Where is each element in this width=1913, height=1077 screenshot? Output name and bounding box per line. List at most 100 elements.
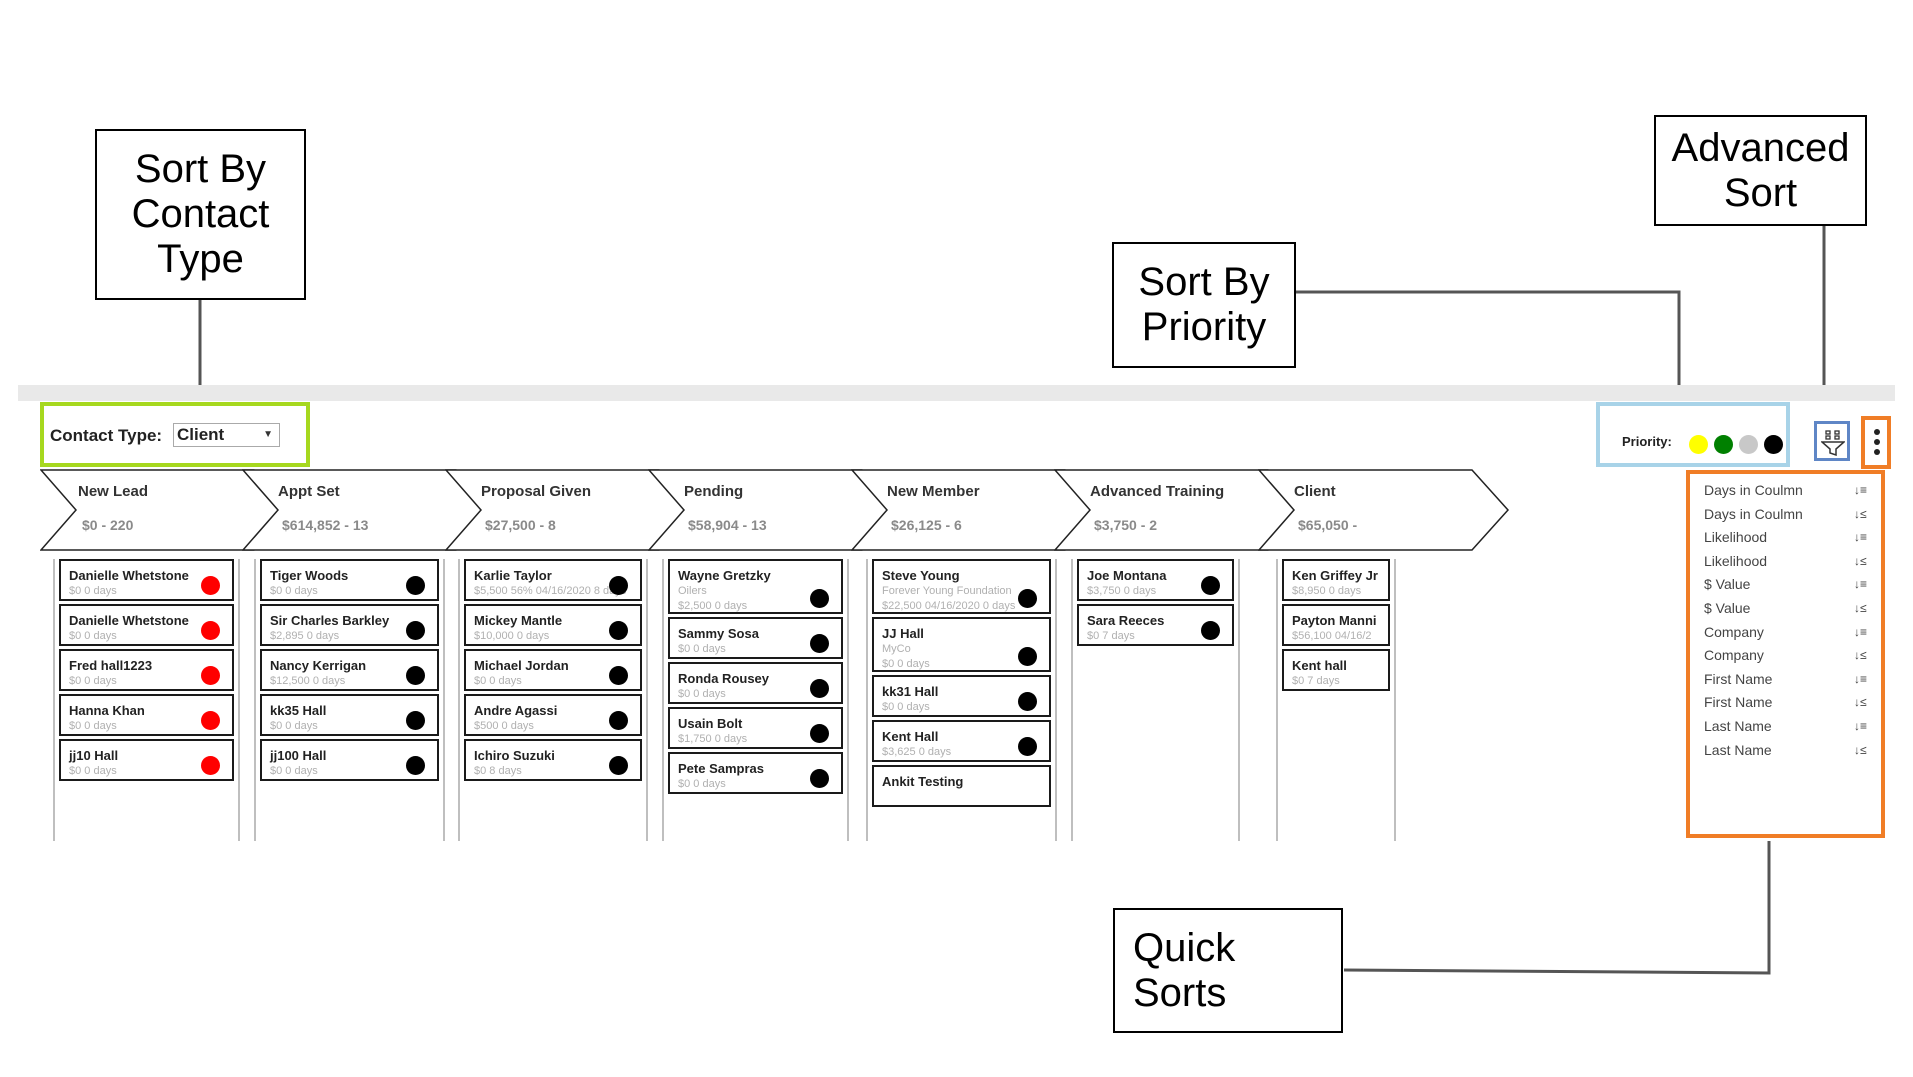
- kebab-dot-icon: [1874, 439, 1880, 445]
- contact-card[interactable]: jj100 Hall$0 0 days: [260, 739, 439, 781]
- quick-sort-item[interactable]: $ Value: [1704, 576, 1751, 593]
- contact-card[interactable]: Joe Montana$3,750 0 days: [1077, 559, 1234, 601]
- contact-card[interactable]: kk35 Hall$0 0 days: [260, 694, 439, 736]
- sort-ascending-icon[interactable]: ↓≤: [1854, 601, 1867, 615]
- stage-summary: $58,904 - 13: [688, 517, 767, 533]
- contact-detail: Forever Young Foundation: [882, 585, 1012, 597]
- contact-name: Danielle Whetstone: [69, 568, 189, 583]
- sort-descending-icon[interactable]: ↓≡: [1854, 624, 1868, 639]
- contact-card[interactable]: Karlie Taylor$5,500 56% 04/16/2020 8 day…: [464, 559, 642, 601]
- contact-card[interactable]: kk31 Hall$0 0 days: [872, 675, 1051, 717]
- sort-ascending-icon[interactable]: ↓≤: [1854, 553, 1867, 568]
- priority-indicator-dot: [810, 589, 829, 608]
- contact-card[interactable]: Ankit Testing: [872, 765, 1051, 807]
- contact-name: Ken Griffey Jr: [1292, 568, 1378, 583]
- contact-detail: $0 7 days: [1087, 630, 1135, 642]
- stage-name: Appt Set: [278, 483, 340, 500]
- quick-sort-item[interactable]: Last Name: [1704, 718, 1772, 734]
- quick-sort-item[interactable]: First Name: [1704, 694, 1773, 711]
- quick-sort-item[interactable]: Days in Coulmn: [1704, 505, 1803, 522]
- contact-name: Kent Hall: [882, 729, 939, 744]
- priority-yellow-dot[interactable]: [1689, 435, 1708, 454]
- contact-detail: $1,750 0 days: [678, 733, 748, 745]
- priority-indicator-dot: [810, 724, 829, 743]
- advanced-sort-button[interactable]: [1814, 421, 1850, 461]
- contact-card[interactable]: Michael Jordan$0 0 days: [464, 649, 642, 691]
- contact-card[interactable]: Fred hall1223$0 0 days: [59, 649, 234, 691]
- contact-card[interactable]: Tiger Woods$0 0 days: [260, 559, 439, 601]
- contact-detail: $3,625 0 days: [882, 746, 952, 758]
- contact-card[interactable]: Ronda Rousey$0 0 days: [668, 662, 843, 704]
- priority-indicator-dot: [201, 711, 220, 730]
- contact-card[interactable]: Sammy Sosa$0 0 days: [668, 617, 843, 659]
- contact-name: Danielle Whetstone: [69, 613, 189, 628]
- quick-sort-item[interactable]: $ Value: [1704, 600, 1751, 616]
- priority-gray-dot[interactable]: [1739, 435, 1758, 454]
- contact-card[interactable]: Payton Manni$56,100 04/16/2: [1282, 604, 1390, 646]
- contact-card[interactable]: Sir Charles Barkley$2,895 0 days: [260, 604, 439, 646]
- priority-black-dot[interactable]: [1764, 435, 1783, 454]
- priority-indicator-dot: [1201, 576, 1220, 595]
- contact-name: kk35 Hall: [270, 703, 327, 718]
- filter-funnel-icon: [1821, 430, 1845, 456]
- sort-ascending-icon[interactable]: ↓≤: [1854, 506, 1867, 521]
- more-options-button[interactable]: [1861, 416, 1891, 469]
- sort-ascending-icon[interactable]: ↓≤: [1854, 695, 1867, 710]
- sort-descending-icon[interactable]: ↓≡: [1854, 577, 1868, 592]
- sort-ascending-icon[interactable]: ↓≤: [1854, 742, 1867, 757]
- contact-card[interactable]: Mickey Mantle$10,000 0 days: [464, 604, 642, 646]
- stage-summary: $0 - 220: [82, 517, 134, 533]
- contact-detail: $0 7 days: [1292, 675, 1340, 687]
- stage-header-appt-set[interactable]: Appt Set$614,852 - 13: [242, 469, 494, 551]
- priority-indicator-dot: [810, 634, 829, 653]
- sort-descending-icon[interactable]: ↓≡: [1854, 671, 1868, 686]
- contact-detail: $0 0 days: [474, 675, 522, 687]
- contact-card[interactable]: Pete Sampras$0 0 days: [668, 752, 843, 794]
- contact-name: Ronda Rousey: [678, 671, 770, 686]
- sort-descending-icon[interactable]: ↓≡: [1854, 530, 1868, 545]
- contact-type-select[interactable]: Client ▼: [173, 423, 280, 447]
- stage-header-new-lead[interactable]: New Lead $0 - 220: [40, 469, 292, 551]
- stage-header-advanced-training[interactable]: Advanced Training$3,750 - 2: [1054, 469, 1306, 551]
- stage-name: New Member: [887, 483, 980, 500]
- stage-header-client[interactable]: Client$65,050 -: [1258, 469, 1510, 551]
- contact-card[interactable]: Danielle Whetstone $0 0 days: [59, 559, 234, 601]
- contact-card[interactable]: Usain Bolt$1,750 0 days: [668, 707, 843, 749]
- quick-sort-item[interactable]: Company: [1704, 623, 1764, 640]
- quick-sort-item[interactable]: First Name: [1704, 670, 1773, 687]
- stage-header-proposal-given[interactable]: Proposal Given$27,500 - 8: [445, 469, 697, 551]
- contact-name: Kent hall: [1292, 658, 1347, 673]
- quick-sort-item[interactable]: Last Name: [1704, 741, 1772, 758]
- contact-card[interactable]: Ken Griffey Jr$8,950 0 days: [1282, 559, 1390, 601]
- contact-card[interactable]: Hanna Khan$0 0 days: [59, 694, 234, 736]
- quick-sort-item[interactable]: Days in Coulmn: [1704, 482, 1803, 498]
- contact-card[interactable]: Nancy Kerrigan$12,500 0 days: [260, 649, 439, 691]
- contact-detail: $0 0 days: [882, 701, 930, 713]
- sort-descending-icon[interactable]: ↓≡: [1854, 483, 1868, 497]
- priority-indicator-dot: [609, 756, 628, 775]
- sort-ascending-icon[interactable]: ↓≤: [1854, 648, 1867, 663]
- stage-name: New Lead: [78, 483, 149, 500]
- contact-name: JJ Hall: [882, 626, 924, 641]
- contact-card[interactable]: Kent Hall $3,625 0 days: [872, 720, 1051, 762]
- contact-card[interactable]: Sara Reeces$0 7 days: [1077, 604, 1234, 646]
- priority-indicator-dot: [1018, 737, 1037, 756]
- priority-indicator-dot: [1018, 647, 1037, 666]
- contact-card[interactable]: jj10 Hall$0 0 days: [59, 739, 234, 781]
- pipeline-board: Contact Type: Client ▼ Priority:: [18, 401, 1895, 841]
- contact-detail: $0 0 days: [69, 675, 117, 687]
- quick-sort-item[interactable]: Company: [1704, 647, 1764, 664]
- contact-card[interactable]: Andre Agassi$500 0 days: [464, 694, 642, 736]
- quick-sort-item[interactable]: Likelihood: [1704, 552, 1768, 569]
- contact-detail: $0 8 days: [474, 765, 522, 777]
- contact-card[interactable]: Kent hall $0 7 days: [1282, 649, 1390, 691]
- priority-green-dot[interactable]: [1714, 435, 1733, 454]
- quick-sort-item[interactable]: Likelihood: [1704, 529, 1768, 546]
- contact-detail: $0 0 days: [69, 585, 117, 597]
- contact-card[interactable]: Ichiro Suzuki$0 8 days: [464, 739, 642, 781]
- contact-card[interactable]: Danielle Whetstone$0 0 days: [59, 604, 234, 646]
- sort-descending-icon[interactable]: ↓≡: [1854, 719, 1868, 733]
